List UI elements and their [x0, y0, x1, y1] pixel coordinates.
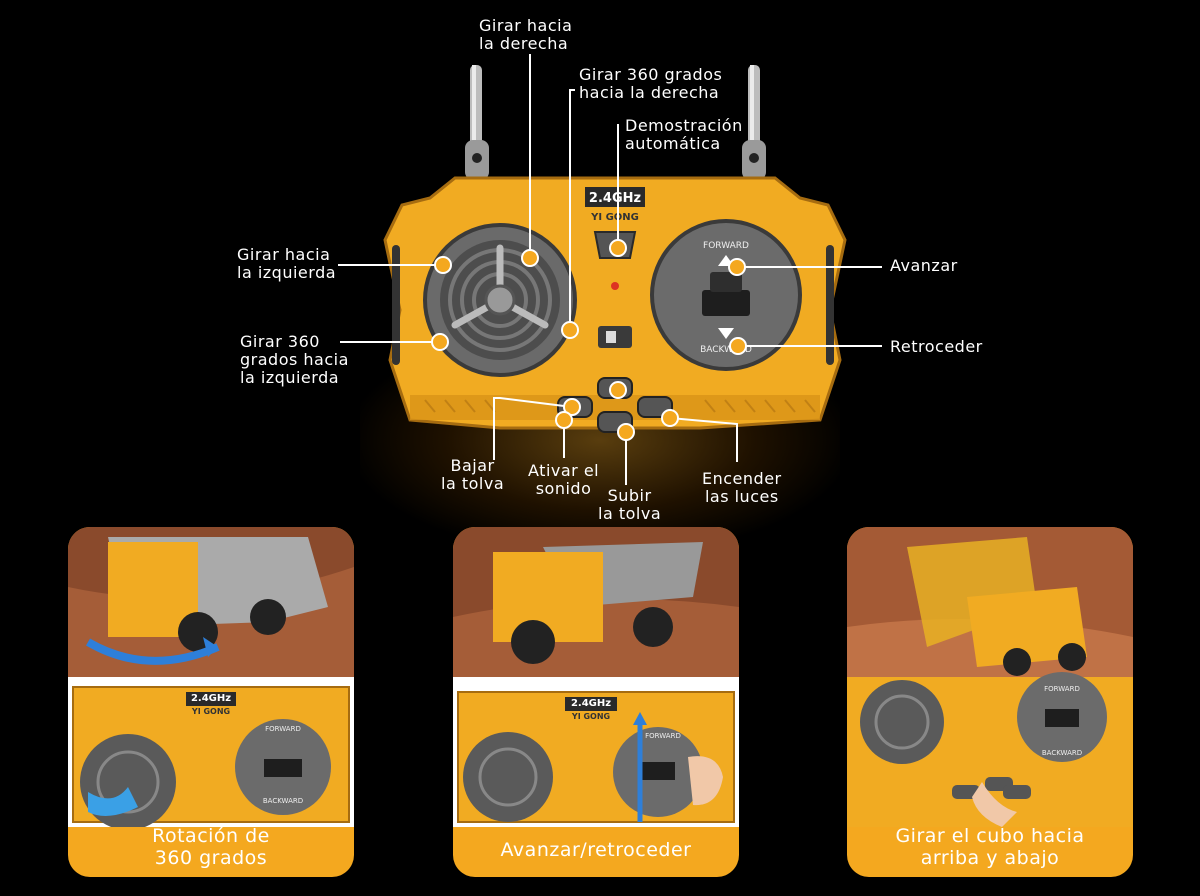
backward-label: BACKWARD	[700, 345, 752, 355]
callout-forward: Avanzar	[890, 256, 958, 275]
panel-rotation-caption: Rotación de 360 grados	[152, 825, 270, 869]
panel-forward-brand: YI GONG	[571, 712, 611, 721]
panel-rotation: 2.4GHz YI GONG FORWARD BACKWARD Rotación…	[68, 527, 354, 877]
steering-dial[interactable]	[423, 223, 577, 377]
callout-turn-right: Girar hacia la derecha	[479, 16, 573, 53]
callout-turn-left: Girar hacia la izquierda	[237, 245, 337, 282]
panel-bucket: FORWARD BACKWARD Girar el cubo hacia arr…	[847, 527, 1133, 877]
remote-freq-label: 2.4GHz	[589, 191, 641, 206]
callout-sound: Ativar el sonido	[528, 461, 600, 498]
left-antenna	[465, 65, 489, 180]
panel-bucket-caption: Girar el cubo hacia arriba y abajo	[895, 825, 1085, 869]
callout-lines	[338, 54, 882, 485]
panel-rotation-illustration	[68, 527, 354, 827]
panel-bucket-backward: BACKWARD	[1041, 749, 1083, 757]
callout-auto-demo: Demostración automática	[625, 116, 743, 153]
callout-markers	[431, 239, 747, 441]
remote-brand-label: YI GONG	[590, 212, 639, 223]
panel-forward-illustration	[453, 527, 739, 827]
panel-rotation-freq: 2.4GHz	[190, 693, 232, 704]
callout-lower-bucket: Bajar la tolva	[441, 456, 505, 493]
callout-backward: Retroceder	[890, 337, 983, 356]
panel-forward-forward: FORWARD	[645, 732, 681, 740]
callout-turn-360-right: Girar 360 grados hacia la derecha	[579, 65, 723, 102]
panel-forward-backward: 2.4GHz YI GONG FORWARD Avanzar/retrocede…	[453, 527, 739, 877]
panel-forward-caption: Avanzar/retroceder	[500, 839, 692, 861]
panel-bucket-illustration	[847, 527, 1133, 827]
panel-forward-freq: 2.4GHz	[570, 698, 612, 709]
panel-bucket-forward: FORWARD	[1044, 685, 1080, 693]
callout-lights: Encender las luces	[702, 469, 782, 506]
forward-label: FORWARD	[703, 241, 749, 251]
panel-rotation-backward: BACKWARD	[262, 797, 304, 805]
panel-rotation-brand: YI GONG	[191, 707, 231, 716]
panel-rotation-forward: FORWARD	[265, 725, 301, 733]
status-led	[611, 282, 619, 290]
remote-controller: 2.4GHz YI GONG FORWARD BACKWARD	[338, 54, 882, 485]
callout-turn-360-left: Girar 360 grados hacia la izquierda	[240, 332, 349, 387]
callout-raise-bucket: Subir la tolva	[598, 486, 662, 523]
right-antenna	[742, 65, 766, 180]
